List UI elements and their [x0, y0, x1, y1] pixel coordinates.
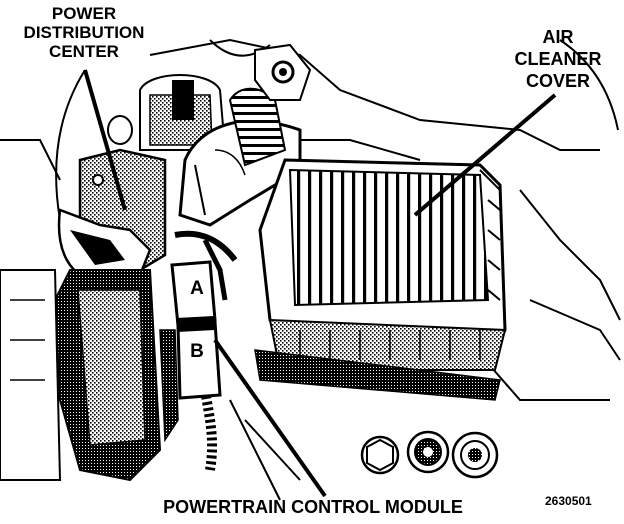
power-distribution-center-box: [57, 148, 167, 282]
power-distribution-center-label: POWER DISTRIBUTION CENTER: [4, 4, 164, 61]
pdc-label-line-3: CENTER: [49, 42, 119, 61]
left-lower-component: [0, 269, 162, 482]
pdc-label-line-1: POWER: [51, 4, 117, 23]
connector-a-label: A: [190, 278, 204, 299]
leader-line-pdc: [83, 69, 127, 211]
air-label-line-2: CLEANER: [514, 49, 602, 69]
leader-lines: [83, 69, 557, 498]
fasteners: [360, 430, 499, 479]
hex-bolt: [360, 435, 400, 475]
connector-b-label: B: [190, 341, 204, 362]
air-cleaner-housing: [254, 158, 507, 401]
powertrain-control-module-label: POWERTRAIN CONTROL MODULE: [163, 497, 463, 517]
leader-line-pcm: [213, 338, 327, 498]
wiring-harness: [174, 230, 238, 471]
figure-number: 2630501: [545, 494, 592, 508]
leader-line-air-cleaner: [413, 93, 557, 217]
air-label-line-3: COVER: [525, 71, 590, 91]
reservoir: [107, 74, 227, 151]
background-body-panels: [0, 38, 621, 501]
air-label-line-1: AIR: [542, 27, 574, 47]
pdc-label-line-2: DISTRIBUTION: [23, 23, 145, 42]
air-cleaner-cover-label: AIR CLEANER COVER: [498, 26, 618, 92]
round-cap: [451, 431, 499, 479]
powertrain-control-module: [159, 260, 222, 443]
ring-cap: [406, 430, 450, 474]
air-intake-duct: [178, 43, 312, 227]
